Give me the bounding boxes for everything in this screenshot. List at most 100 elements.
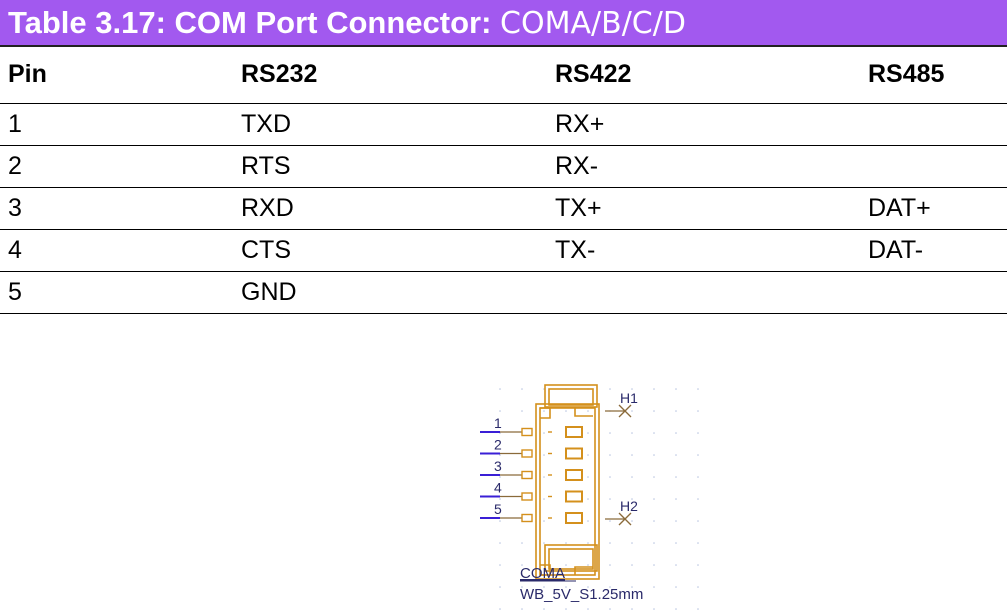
pin-pad — [521, 449, 533, 458]
grid-dot — [521, 410, 523, 412]
grid-dot — [631, 608, 633, 610]
cell-rs422 — [547, 271, 860, 314]
grid-dot — [675, 410, 677, 412]
cell-pin: 4 — [0, 229, 233, 272]
header-rs422: RS422 — [547, 47, 860, 104]
grid-dot — [587, 498, 589, 500]
grid-dot — [631, 410, 633, 412]
table-row: 1 TXD RX+ — [0, 103, 1007, 146]
grid-dot — [587, 432, 589, 434]
grid-dot — [653, 542, 655, 544]
cell-rs422: RX- — [547, 145, 860, 188]
grid-dot — [609, 388, 611, 390]
grid-dot — [675, 608, 677, 610]
grid-dot — [631, 432, 633, 434]
grid-dot — [587, 564, 589, 566]
connector-body — [535, 384, 600, 580]
grid-dot — [587, 608, 589, 610]
grid-dot — [631, 476, 633, 478]
grid-dot — [499, 586, 501, 588]
table-row: 5 GND — [0, 271, 1007, 314]
grid-dot — [521, 542, 523, 544]
grid-dot — [653, 410, 655, 412]
pin-1: 1 — [480, 415, 583, 438]
grid-dot — [697, 520, 699, 522]
grid-dot — [609, 542, 611, 544]
grid-dot — [653, 586, 655, 588]
cell-pin: 1 — [0, 103, 233, 146]
grid-dot — [543, 498, 545, 500]
grid-dot — [543, 432, 545, 434]
cell-pin: 2 — [0, 145, 233, 188]
pin-number-label: 4 — [494, 480, 502, 496]
grid-dot — [565, 542, 567, 544]
header-pin: Pin — [0, 47, 233, 104]
grid-dot — [587, 410, 589, 412]
grid-dot — [653, 388, 655, 390]
grid-dot — [499, 608, 501, 610]
grid-dot — [521, 586, 523, 588]
grid-dot — [609, 476, 611, 478]
pin-2: 2 — [480, 437, 583, 460]
grid-dot — [565, 410, 567, 412]
pin-contact — [565, 426, 583, 438]
mount-label-h1: H1 — [620, 390, 638, 406]
grid-dot — [631, 388, 633, 390]
grid-dot — [697, 542, 699, 544]
pin-contact — [565, 512, 583, 524]
grid-dot — [631, 586, 633, 588]
table-row: 2 RTS RX- — [0, 145, 1007, 188]
pin-number-label: 1 — [494, 415, 502, 431]
grid-dot — [631, 564, 633, 566]
pin-5: 5 — [480, 501, 583, 524]
cell-rs485 — [860, 145, 1007, 188]
cell-rs232: TXD — [233, 103, 547, 146]
grid-dot — [499, 542, 501, 544]
cell-rs232: RXD — [233, 187, 547, 230]
grid-dot — [675, 542, 677, 544]
grid-dot — [609, 586, 611, 588]
pin-contact — [565, 490, 583, 503]
grid-dot — [609, 432, 611, 434]
grid-dot — [587, 454, 589, 456]
grid-dot — [521, 564, 523, 566]
grid-dot — [609, 520, 611, 522]
header-rs485: RS485 — [860, 47, 1007, 104]
grid-dot — [697, 388, 699, 390]
pin-4: 4 — [480, 480, 583, 503]
grid-dot — [697, 564, 699, 566]
grid-dot — [609, 454, 611, 456]
grid-dot — [653, 454, 655, 456]
table-title: Table 3.17: COM Port Connector: COMA/B/C… — [0, 0, 1007, 47]
pin-pad — [521, 513, 533, 523]
grid-dot — [697, 608, 699, 610]
grid-dot — [675, 564, 677, 566]
grid-dot — [499, 410, 501, 412]
grid-dot — [587, 476, 589, 478]
cell-rs485: DAT- — [860, 229, 1007, 272]
cell-rs422: TX+ — [547, 187, 860, 230]
grid-dot — [697, 586, 699, 588]
grid-dot — [499, 388, 501, 390]
grid-dot — [521, 608, 523, 610]
grid-dot — [653, 476, 655, 478]
grid-dot — [543, 586, 545, 588]
cell-rs232: RTS — [233, 145, 547, 188]
grid-dot — [543, 520, 545, 522]
table-title-suffix: COMA/B/C/D — [500, 6, 686, 41]
grid-dot — [499, 454, 501, 456]
grid-dot — [587, 520, 589, 522]
grid-dot — [499, 476, 501, 478]
pin-pad — [521, 492, 533, 501]
grid-dot — [543, 608, 545, 610]
grid-dot — [675, 498, 677, 500]
grid-dot — [543, 410, 545, 412]
grid-dot — [631, 542, 633, 544]
pin-3: 3 — [480, 458, 583, 481]
grid-dot — [499, 564, 501, 566]
cell-pin: 3 — [0, 187, 233, 230]
grid-dot — [675, 520, 677, 522]
pin-pad — [521, 427, 533, 437]
grid-dot — [609, 608, 611, 610]
